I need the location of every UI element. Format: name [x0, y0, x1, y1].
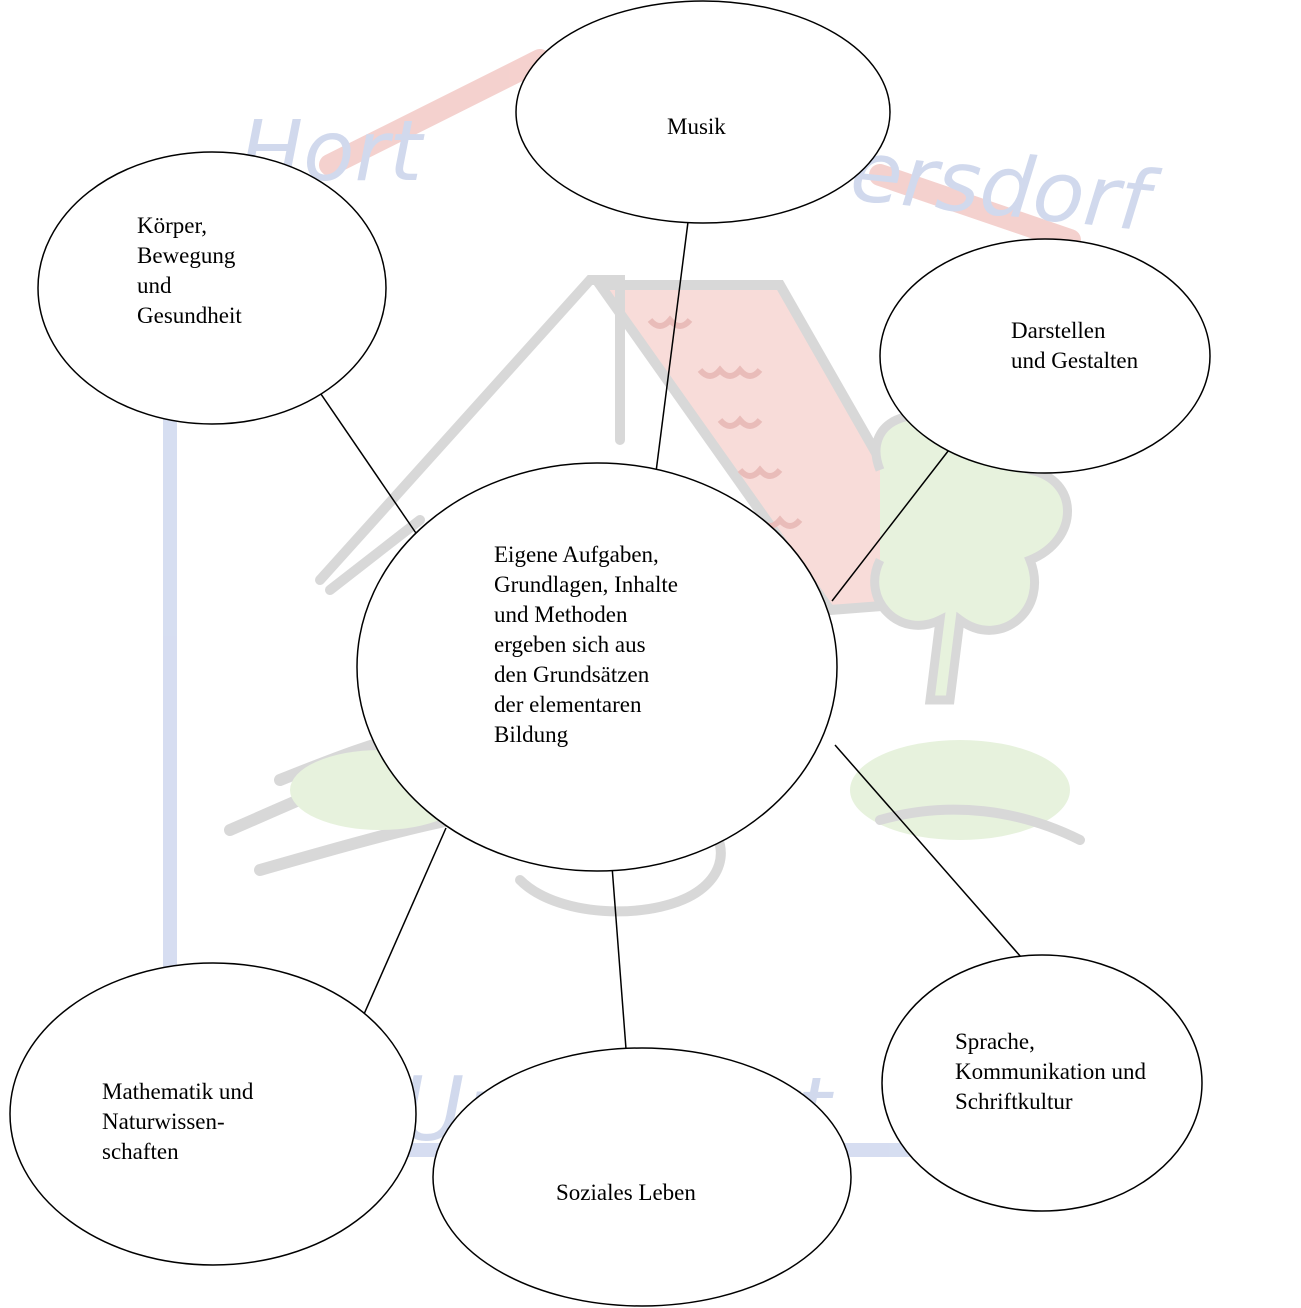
node-musik-label: Musik — [667, 114, 726, 139]
node-center-shape — [356, 462, 838, 872]
connector-sprache — [834, 744, 1022, 958]
connector-soziales — [611, 865, 628, 1063]
node-mathematik-label: Mathematik und Naturwissen- schaften — [102, 1079, 254, 1164]
watermark-grass-right — [875, 804, 1085, 845]
node-soziales-label: Soziales Leben — [556, 1180, 696, 1205]
watermark-text-top-end: ersdorf — [846, 122, 1165, 252]
node-center-label: Eigene Aufgaben, Grundlagen, Inhalte und… — [494, 542, 678, 747]
node-darstellen-shape — [879, 238, 1211, 474]
node-koerper-shape — [37, 151, 387, 425]
node-shapes — [9, 0, 1211, 1307]
watermark-roof-band — [319, 49, 1081, 251]
connector-mathematik — [356, 827, 447, 1031]
connectors — [309, 221, 1022, 1063]
node-musik-shape — [515, 0, 891, 224]
watermark-house-sketch — [315, 275, 726, 917]
connector-musik — [655, 221, 689, 473]
node-darstellen-label: Darstellen und Gestalten — [1011, 318, 1139, 373]
node-sprache-shape — [881, 954, 1203, 1212]
connector-koerper — [309, 377, 421, 540]
watermark-shingles — [647, 315, 803, 529]
node-soziales-shape — [432, 1047, 852, 1307]
node-sprache-label: Sprache, Kommunikation und Schriftkultur — [955, 1029, 1147, 1114]
connector-darstellen — [831, 445, 953, 602]
node-mathematik-shape — [9, 962, 417, 1266]
node-koerper-label: Körper, Bewegung und Gesundheit — [137, 213, 242, 328]
